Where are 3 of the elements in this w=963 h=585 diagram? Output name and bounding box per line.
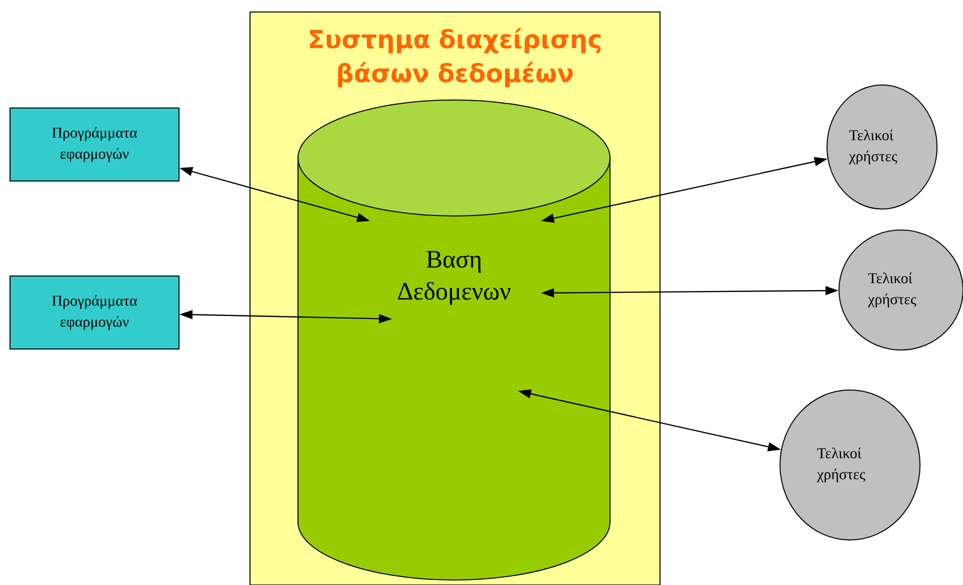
program-box: Προγράμματα εφαρμογών (10, 107, 180, 182)
program-box: Προγράμματα εφαρμογών (10, 275, 180, 350)
database-cylinder: Βαση Δεδομενων (298, 100, 610, 580)
